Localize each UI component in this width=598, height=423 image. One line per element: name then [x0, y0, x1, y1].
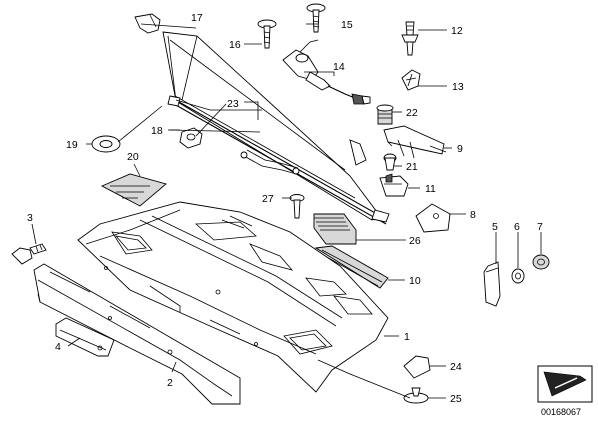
callout-21: 21	[406, 161, 418, 173]
push-clip-part-3	[11, 243, 47, 265]
callout-9: 9	[457, 143, 463, 155]
callout-3: 3	[27, 212, 33, 224]
ring-part-6	[511, 268, 525, 284]
callout-14: 14	[333, 61, 345, 73]
washer-part-25	[403, 387, 429, 404]
grommet-part-19	[91, 135, 121, 153]
callout-18: 18	[151, 125, 163, 137]
doc-code: 00168067	[541, 407, 581, 417]
callout-12: 12	[451, 25, 463, 37]
screw-part-15	[306, 3, 326, 33]
callout-13: 13	[452, 81, 464, 93]
callout-11: 11	[425, 183, 436, 195]
callout-15: 15	[341, 19, 353, 31]
screw-part-16	[257, 19, 277, 49]
callout-27: 27	[262, 193, 274, 205]
cap-part-7	[532, 254, 550, 270]
callout-22: 22	[406, 107, 418, 119]
callout-23: 23	[227, 98, 239, 110]
callout-6: 6	[514, 221, 520, 233]
callout-2: 2	[167, 377, 173, 389]
clip-part-top	[134, 13, 161, 34]
motor-part-14	[282, 39, 371, 105]
callout-7: 7	[537, 221, 543, 233]
push-pin-part-12	[401, 21, 419, 56]
bracket-part-4	[55, 317, 115, 357]
screw-part-27	[289, 194, 305, 219]
cover-part-24	[403, 355, 431, 379]
sunblind-assembly	[162, 31, 390, 225]
callout-17: 17	[191, 12, 203, 24]
callout-25: 25	[450, 393, 462, 405]
callout-5: 5	[492, 221, 498, 233]
callout-4: 4	[55, 341, 61, 353]
wedge-part-8	[415, 203, 451, 233]
callout-16: 16	[229, 39, 241, 51]
clip-part-13	[401, 69, 421, 91]
callout-20: 20	[127, 151, 139, 163]
nut-part-18	[179, 127, 203, 149]
foam-part-26	[313, 213, 357, 245]
hook-part-5	[483, 261, 501, 307]
grommet-part-22	[376, 104, 394, 125]
bracket-part-9	[383, 125, 447, 159]
trim-strip-part-2	[33, 263, 241, 405]
callout-10: 10	[409, 275, 421, 287]
latch-part-11	[379, 173, 409, 197]
leader-lines	[31, 23, 542, 399]
callout-19: 19	[66, 139, 78, 151]
holder-part-21	[383, 153, 397, 171]
callout-24: 24	[450, 361, 462, 373]
callout-26: 26	[409, 235, 421, 247]
callout-8: 8	[470, 209, 476, 221]
callout-1: 1	[404, 331, 410, 343]
doc-code-box: 00168067	[537, 365, 593, 417]
parcel-shelf-part-1	[77, 201, 389, 393]
speaker-grille-part-20	[100, 173, 167, 207]
